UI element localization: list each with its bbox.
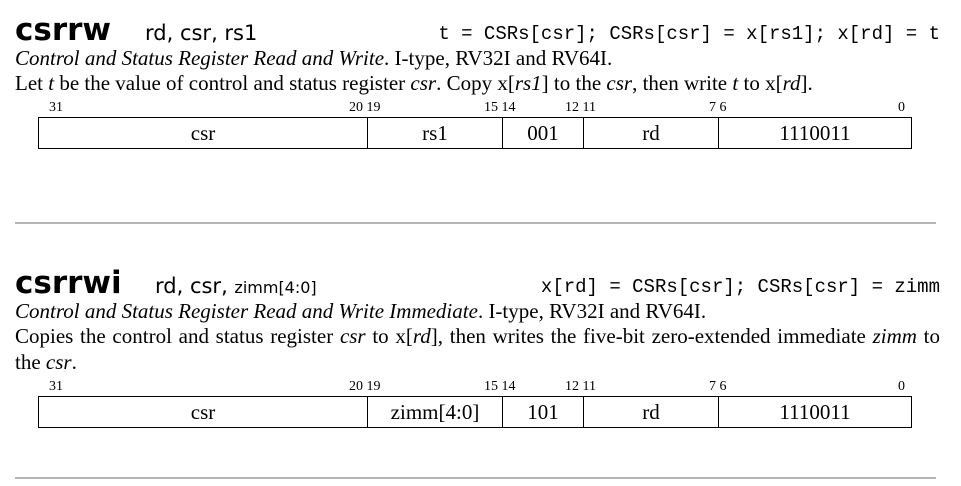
desc-var: rd — [782, 71, 801, 95]
section-divider — [15, 222, 936, 224]
instruction-csrrwi: csrrwi rd, csr, zimm[4:0] x[rd] = CSRs[c… — [15, 259, 940, 428]
field-opcode: 1110011 — [779, 399, 851, 424]
instruction-format: . I-type, RV32I and RV64I. — [477, 299, 707, 323]
desc-var: csr — [45, 350, 72, 374]
semantics: x[rd] = CSRs[csr]; CSRs[csr] = zimm — [540, 276, 940, 298]
desc-var: csr — [410, 71, 437, 95]
instruction-format: . I-type, RV32I and RV64I. — [384, 46, 613, 70]
mnemonic: csrrw — [15, 12, 112, 48]
desc-var: zimm — [872, 324, 917, 348]
desc-text: to x[ — [365, 324, 413, 348]
instruction-name-line: Control and Status Register Read and Wri… — [15, 299, 940, 323]
field-rs1: rs1 — [368, 118, 503, 148]
desc-var: rs1 — [514, 71, 542, 95]
bit-label: 31 — [49, 379, 63, 394]
field-opcode: 1110011 — [779, 120, 851, 145]
desc-var: t — [48, 71, 55, 95]
bit-label: 31 — [49, 100, 63, 115]
bit-label: 20 19 — [349, 379, 381, 394]
semantics: t = CSRs[csr]; CSRs[csr] = x[rs1]; x[rd]… — [438, 23, 940, 45]
bit-label: 15 14 — [484, 379, 516, 394]
instruction-heading: csrrwi rd, csr, zimm[4:0] x[rd] = CSRs[c… — [15, 259, 940, 299]
operands: rd, csr, zimm[4:0] — [155, 276, 317, 297]
desc-text: . — [71, 350, 77, 374]
field-csr: csr — [39, 118, 368, 148]
section-divider — [15, 477, 936, 479]
desc-text: ]. — [800, 71, 813, 95]
instruction-name: Control and Status Register Read and Wri… — [15, 46, 385, 70]
field-rd: rd — [584, 397, 719, 427]
bit-label: 0 — [898, 379, 905, 394]
instruction-name: Control and Status Register Read and Wri… — [15, 299, 478, 323]
desc-var: t — [732, 71, 739, 95]
encoding-fields: csr rs1 001 rd 1110011 — [38, 117, 912, 149]
desc-var: csr — [606, 71, 633, 95]
desc-text: Let — [15, 71, 49, 95]
instruction-name-line: Control and Status Register Read and Wri… — [15, 46, 940, 70]
instruction-description: Copies the control and status register c… — [15, 323, 940, 375]
field-csr: csr — [39, 397, 368, 427]
field-funct3: 101 — [503, 397, 584, 427]
operands-imm: zimm[4:0] — [234, 278, 317, 297]
desc-var: csr — [339, 324, 366, 348]
operands: rd, csr, rs1 — [145, 21, 258, 45]
operands-main: rd, csr, — [155, 274, 235, 298]
bit-label: 0 — [898, 100, 905, 115]
encoding-fields: csr zimm[4:0] 101 rd 1110011 — [38, 396, 912, 428]
field-funct3: 001 — [503, 118, 584, 148]
bit-label: 15 14 — [484, 100, 516, 115]
bit-label: 12 11 — [565, 379, 596, 394]
desc-text: to the — [15, 324, 940, 374]
instruction-description: Let t be the value of control and status… — [15, 70, 940, 96]
bit-position-labels: 31 20 19 15 14 12 11 7 6 0 — [15, 378, 940, 396]
bit-position-labels: 31 20 19 15 14 12 11 7 6 0 — [15, 99, 940, 117]
instruction-heading: csrrw rd, csr, rs1 t = CSRs[csr]; CSRs[c… — [15, 6, 940, 46]
desc-text: ], then writes the five-bit zero-extende… — [430, 324, 873, 348]
desc-text: Copies the control and status register — [15, 324, 340, 348]
bit-label: 12 11 — [565, 100, 596, 115]
desc-text: , then write — [632, 71, 733, 95]
desc-text: be the value of control and status regis… — [54, 71, 411, 95]
bit-label: 20 19 — [349, 100, 381, 115]
desc-var: rd — [412, 324, 431, 348]
bit-label: 7 6 — [709, 379, 727, 394]
desc-text: to x[ — [738, 71, 783, 95]
instruction-csrrw: csrrw rd, csr, rs1 t = CSRs[csr]; CSRs[c… — [15, 6, 940, 149]
mnemonic: csrrwi — [15, 265, 122, 301]
bit-label: 7 6 — [709, 100, 727, 115]
desc-text: ] to the — [541, 71, 607, 95]
desc-text: . Copy x[ — [436, 71, 515, 95]
field-zimm: zimm[4:0] — [368, 397, 503, 427]
field-rd: rd — [584, 118, 719, 148]
